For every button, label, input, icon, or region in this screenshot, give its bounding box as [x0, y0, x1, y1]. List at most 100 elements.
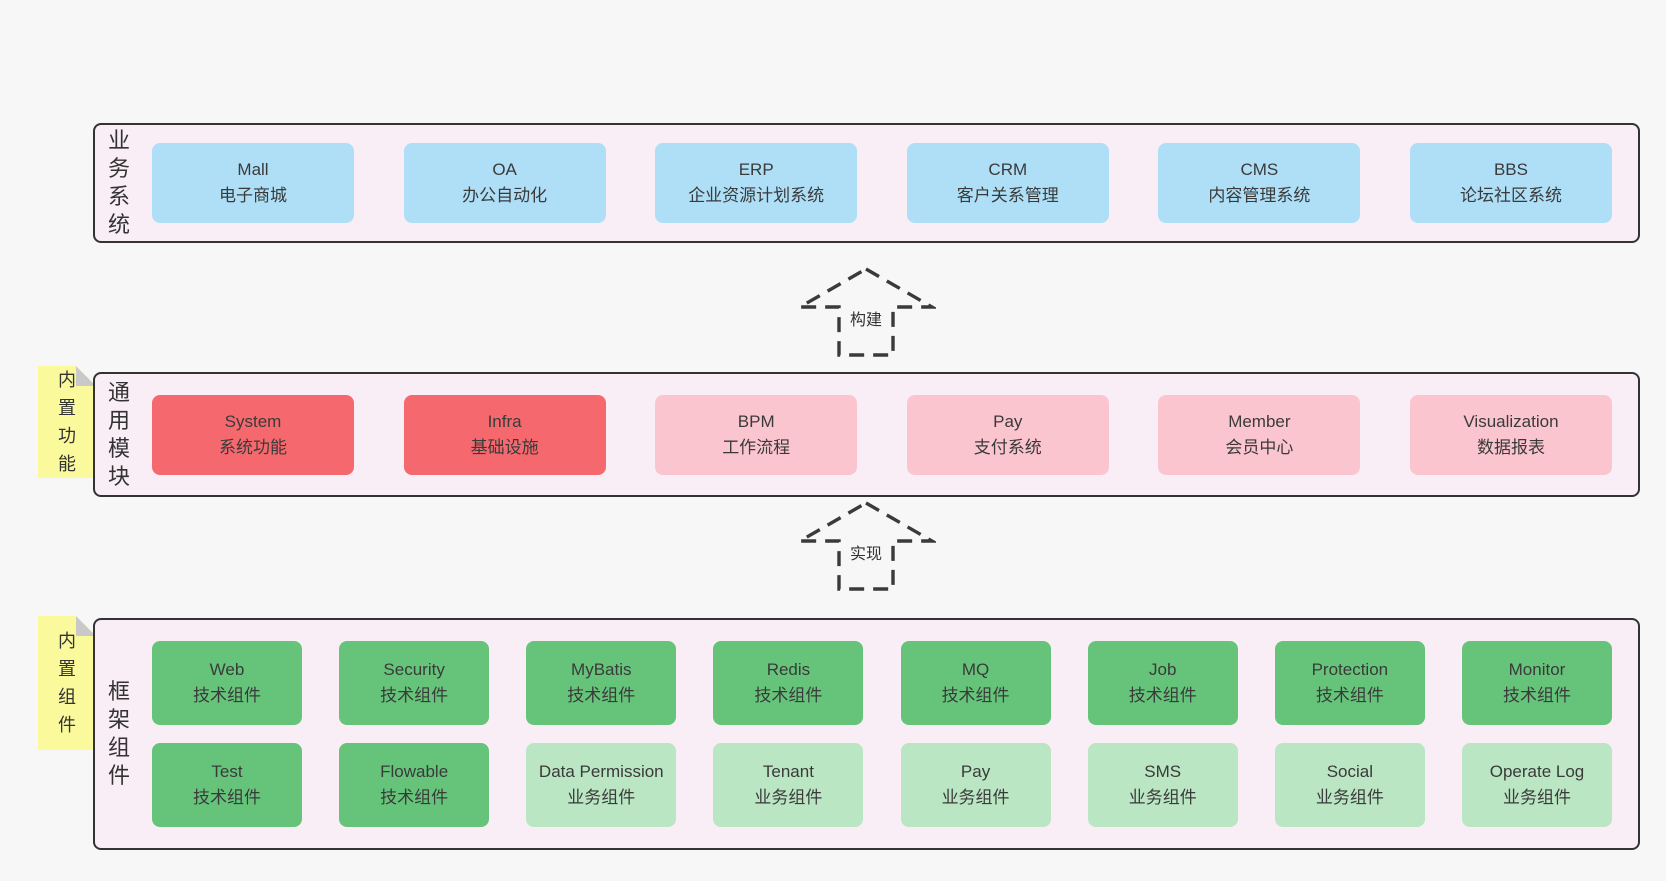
arrow-implement-label: 实现	[844, 538, 888, 566]
box-title: Web	[209, 660, 245, 679]
box-subtitle: 技术组件	[1315, 686, 1384, 705]
sticky-note-text: 内置功能	[58, 370, 76, 474]
box-subtitle: 企业资源计划系统	[688, 186, 825, 205]
box-title: Social	[1326, 762, 1373, 781]
box-title: Monitor	[1508, 660, 1566, 679]
box-title: Tenant	[762, 762, 814, 781]
box-subtitle: 技术组件	[193, 686, 261, 705]
box-cms: CMS 内容管理系统	[1158, 143, 1361, 223]
box-social: Social 业务组件	[1274, 743, 1425, 827]
box-subtitle: 业务组件	[1315, 788, 1384, 807]
box-title: System	[224, 411, 282, 431]
box-title: BPM	[737, 411, 775, 431]
box-mall: Mall 电子商城	[152, 143, 354, 223]
box-title: SMS	[1144, 762, 1182, 781]
box-subtitle: 论坛社区系统	[1459, 186, 1562, 205]
dashed-up-arrow-icon	[796, 267, 936, 357]
box-title: Job	[1148, 660, 1177, 679]
box-title: Pay	[993, 411, 1023, 431]
box-title: Mall	[237, 160, 269, 179]
box-subtitle: 业务组件	[1502, 788, 1571, 807]
box-subtitle: 技术组件	[754, 686, 823, 705]
box-subtitle: 会员中心	[1225, 437, 1294, 457]
box-title: MyBatis	[571, 660, 632, 679]
sticky-note-built-in-components: 内置组件	[38, 616, 96, 750]
box-subtitle: 支付系统	[973, 437, 1042, 457]
panel-business-systems: 业务系统 Mall 电子商城 OA 办公自动化 ERP 企业资源计划系统 CRM…	[93, 123, 1640, 243]
box-pay-component: Pay 业务组件	[900, 743, 1051, 827]
box-subtitle: 客户关系管理	[956, 186, 1059, 205]
box-title: ERP	[738, 160, 774, 179]
panel-framework-components-label: 框架组件	[107, 679, 130, 788]
box-crm: CRM 客户关系管理	[906, 143, 1109, 223]
box-title: BBS	[1493, 160, 1528, 179]
box-subtitle: 技术组件	[941, 686, 1010, 705]
box-erp: ERP 企业资源计划系统	[655, 143, 858, 223]
box-subtitle: 工作流程	[722, 437, 791, 457]
box-operate-log: Operate Log 业务组件	[1461, 743, 1612, 827]
box-subtitle: 技术组件	[380, 686, 449, 705]
box-subtitle: 技术组件	[193, 788, 261, 807]
box-title: OA	[492, 160, 517, 179]
framework-components-rows: Web 技术组件 Security 技术组件 MyBatis 技术组件 Redi…	[132, 641, 1638, 827]
box-protection: Protection 技术组件	[1274, 641, 1425, 725]
box-tenant: Tenant 业务组件	[713, 743, 864, 827]
box-subtitle: 业务组件	[941, 788, 1010, 807]
box-subtitle: 办公自动化	[462, 186, 548, 205]
box-infra: Infra 基础设施	[403, 394, 606, 475]
box-subtitle: 技术组件	[1502, 686, 1571, 705]
sticky-note-text: 内置组件	[58, 631, 76, 735]
box-bbs: BBS 论坛社区系统	[1409, 143, 1612, 223]
arrow-build-label: 构建	[844, 304, 888, 332]
box-pay-system: Pay 支付系统	[906, 394, 1109, 475]
box-security: Security 技术组件	[339, 641, 490, 725]
box-title: Operate Log	[1489, 762, 1585, 781]
box-bpm: BPM 工作流程	[655, 394, 858, 475]
panel-common-modules-label: 通用模块	[107, 379, 130, 489]
box-subtitle: 业务组件	[1128, 788, 1197, 807]
box-title: Protection	[1311, 660, 1389, 679]
box-subtitle: 技术组件	[567, 686, 636, 705]
box-system: System 系统功能	[152, 394, 354, 475]
box-redis: Redis 技术组件	[713, 641, 864, 725]
box-visualization: Visualization 数据报表	[1409, 394, 1612, 475]
box-title: MQ	[961, 660, 990, 679]
box-title: Data Permission	[538, 762, 664, 781]
box-sms: SMS 业务组件	[1087, 743, 1238, 827]
box-title: Security	[383, 660, 445, 679]
box-flowable: Flowable 技术组件	[339, 743, 490, 827]
panel-framework-components: 框架组件 Web 技术组件 Security 技术组件 MyBatis 技术组件…	[93, 618, 1640, 850]
business-systems-row: Mall 电子商城 OA 办公自动化 ERP 企业资源计划系统 CRM 客户关系…	[132, 143, 1638, 223]
box-oa: OA 办公自动化	[403, 143, 606, 223]
box-subtitle: 数据报表	[1476, 437, 1545, 457]
box-data-permission: Data Permission 业务组件	[526, 743, 677, 827]
box-subtitle: 技术组件	[1128, 686, 1197, 705]
arrow-implement: 实现	[796, 500, 936, 592]
box-test: Test 技术组件	[152, 743, 302, 827]
panel-common-modules: 通用模块 System 系统功能 Infra 基础设施 BPM 工作流程 Pay…	[93, 372, 1640, 497]
framework-components-row-1: Web 技术组件 Security 技术组件 MyBatis 技术组件 Redi…	[132, 641, 1638, 725]
box-title: Test	[211, 762, 243, 781]
box-job: Job 技术组件	[1087, 641, 1238, 725]
box-title: Flowable	[380, 762, 449, 781]
sticky-note-built-in-features: 内置功能	[38, 366, 96, 478]
box-mq: MQ 技术组件	[900, 641, 1051, 725]
box-title: CRM	[988, 160, 1028, 179]
box-subtitle: 技术组件	[380, 788, 449, 807]
panel-business-systems-label: 业务系统	[107, 128, 130, 237]
box-title: Visualization	[1463, 411, 1559, 431]
box-title: Redis	[766, 660, 811, 679]
box-title: Pay	[960, 762, 991, 781]
box-subtitle: 内容管理系统	[1208, 186, 1311, 205]
box-title: Infra	[487, 411, 522, 431]
box-title: CMS	[1240, 160, 1279, 179]
box-title: Member	[1228, 411, 1291, 431]
box-monitor: Monitor 技术组件	[1461, 641, 1612, 725]
box-subtitle: 业务组件	[567, 788, 636, 807]
framework-components-row-2: Test 技术组件 Flowable 技术组件 Data Permission …	[132, 743, 1638, 827]
dashed-up-arrow-icon	[796, 501, 936, 591]
box-subtitle: 基础设施	[470, 437, 539, 457]
common-modules-row: System 系统功能 Infra 基础设施 BPM 工作流程 Pay 支付系统…	[132, 394, 1638, 475]
box-subtitle: 电子商城	[219, 186, 287, 205]
